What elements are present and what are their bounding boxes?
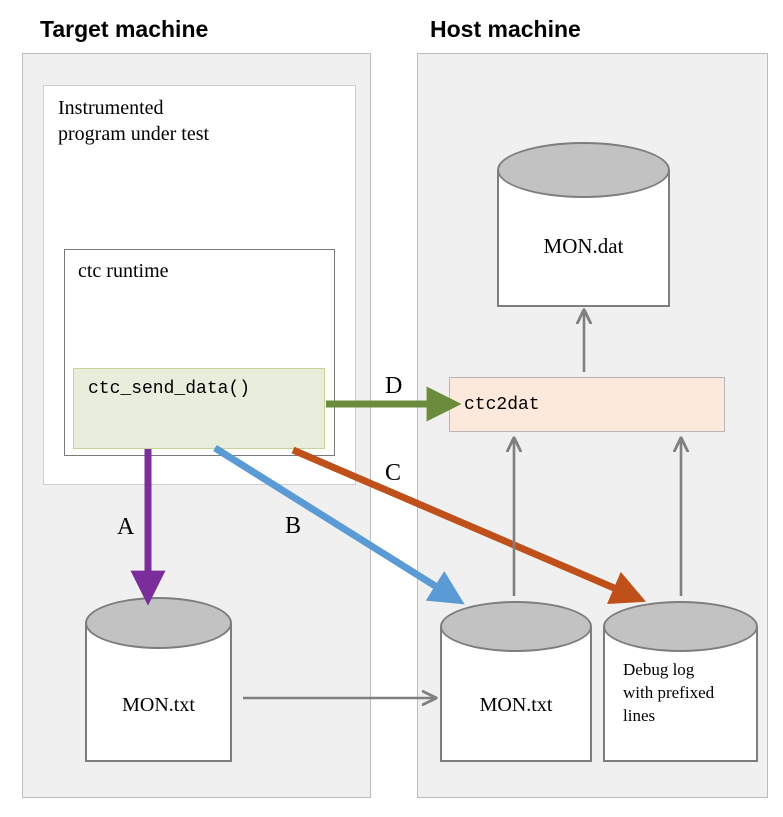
ctc2dat-box[interactable]: ctc2dat <box>449 377 725 432</box>
host-debuglog-cylinder: Debug log with prefixed lines <box>603 601 758 762</box>
host-montxt-label: MON.txt <box>479 694 553 716</box>
target-machine-title: Target machine <box>40 16 209 42</box>
cylinder-top-ellipse <box>497 142 670 198</box>
arrow-label-a: A <box>117 514 135 540</box>
arrow-label-c: C <box>385 460 402 486</box>
cylinder-top-ellipse <box>440 601 592 652</box>
host-mondat-cylinder: MON.dat <box>497 142 670 307</box>
ctc-send-data-label: ctc_send_data() <box>88 379 251 399</box>
host-machine-title: Host machine <box>430 16 581 42</box>
arrow-label-d: D <box>385 373 403 399</box>
cylinder-top-ellipse <box>603 601 758 652</box>
target-montxt-cylinder: MON.txt <box>85 597 232 762</box>
ctc2dat-label: ctc2dat <box>464 394 540 415</box>
target-montxt-label: MON.txt <box>122 694 195 716</box>
cylinder-body <box>497 170 670 307</box>
host-mondat-label: MON.dat <box>543 234 624 258</box>
ctc-send-data-box[interactable]: ctc_send_data() <box>73 368 325 449</box>
host-montxt-cylinder: MON.txt <box>440 601 592 762</box>
cylinder-top-ellipse <box>85 597 232 649</box>
ctc-runtime-label: ctc runtime <box>78 260 169 282</box>
instrumented-program-label: Instrumented program under test <box>58 97 210 145</box>
host-debuglog-label: Debug log with prefixed lines <box>623 660 715 725</box>
arrow-label-b: B <box>285 513 302 539</box>
